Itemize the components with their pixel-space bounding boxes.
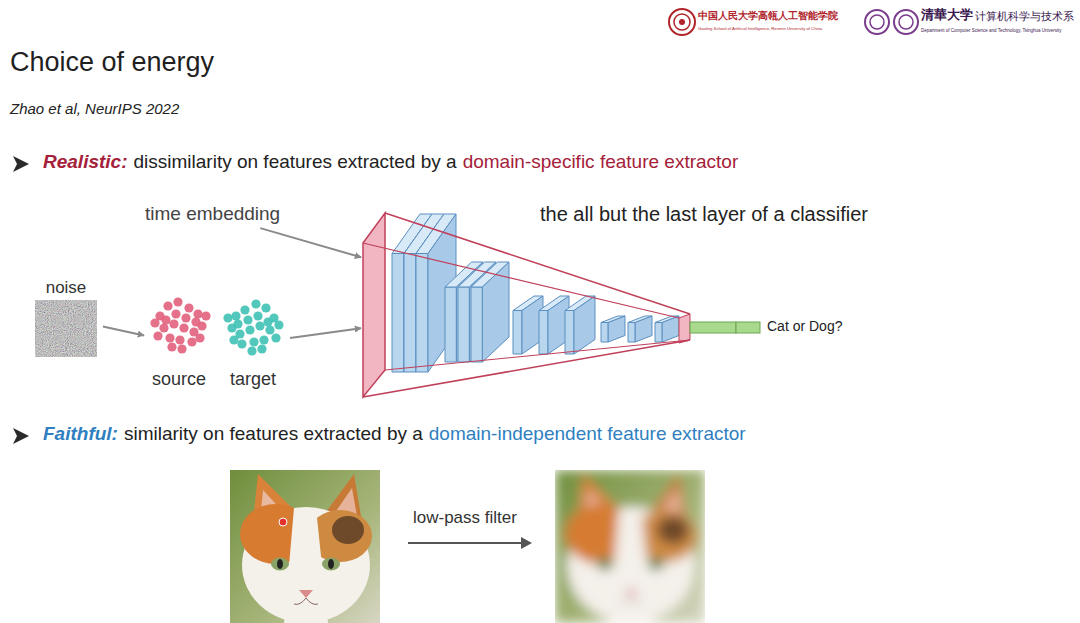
feature-extractor-node: the all but the last layer of a classifi… bbox=[363, 213, 692, 398]
institution-name: 清華大学 bbox=[921, 8, 973, 23]
input-label-node: time embedding bbox=[145, 203, 285, 227]
citation: Zhao et al, NeurIPS 2022 bbox=[10, 100, 179, 117]
blurred-cat-photo bbox=[555, 470, 705, 623]
node-text: source bbox=[152, 369, 206, 390]
cat-photo bbox=[230, 470, 380, 623]
source-points bbox=[150, 297, 210, 353]
node-text: time embedding bbox=[145, 203, 285, 225]
bullet-text: Faithful: bbox=[43, 423, 118, 446]
bullet-text: similarity on features extracted by a bbox=[124, 423, 423, 446]
bullet-line: Faithful: similarity on features extracte… bbox=[43, 423, 752, 446]
noise-image bbox=[35, 300, 97, 357]
node-text: the all but the last layer of a classifi… bbox=[540, 203, 868, 226]
bullet-text: Realistic: bbox=[43, 151, 127, 174]
institution-name: 中国人民大学高瓴人工智能学院 bbox=[698, 10, 838, 22]
output-label: Cat or Dog? bbox=[767, 318, 842, 334]
distribution-node: source bbox=[146, 296, 212, 390]
flow-arrow bbox=[290, 328, 361, 338]
bullet-text: dissimilarity on features extracted by a bbox=[133, 151, 456, 174]
renmin-logo bbox=[669, 9, 695, 35]
cnn-feature-extractor bbox=[363, 213, 690, 397]
bullet-text: domain-specific feature extractor bbox=[463, 151, 739, 174]
institution-subtitle: Gaoling School of Artificial Intelligenc… bbox=[698, 27, 822, 32]
department-subtitle: Department of Computer Science and Techn… bbox=[921, 28, 1062, 33]
bullet-line: Realistic: dissimilarity on features extr… bbox=[43, 151, 744, 174]
classifier-head bbox=[690, 322, 760, 333]
filter-arrow bbox=[408, 537, 532, 549]
department-name: 计算机科学与技术系 bbox=[975, 10, 1074, 22]
operation-label: low-pass filter bbox=[413, 508, 517, 528]
distribution-node: target bbox=[220, 296, 286, 390]
flow-arrow bbox=[103, 327, 144, 336]
bullet-arrow bbox=[13, 156, 29, 444]
target-points bbox=[223, 299, 283, 355]
slide-title: Choice of energy bbox=[10, 47, 214, 78]
node-text: target bbox=[230, 369, 276, 390]
bullet-text: domain-independent feature extractor bbox=[429, 423, 746, 446]
noise-node: noise bbox=[33, 278, 99, 359]
tsinghua-logo bbox=[865, 10, 918, 34]
flow-arrow bbox=[260, 228, 361, 257]
node-text: noise bbox=[46, 278, 87, 298]
